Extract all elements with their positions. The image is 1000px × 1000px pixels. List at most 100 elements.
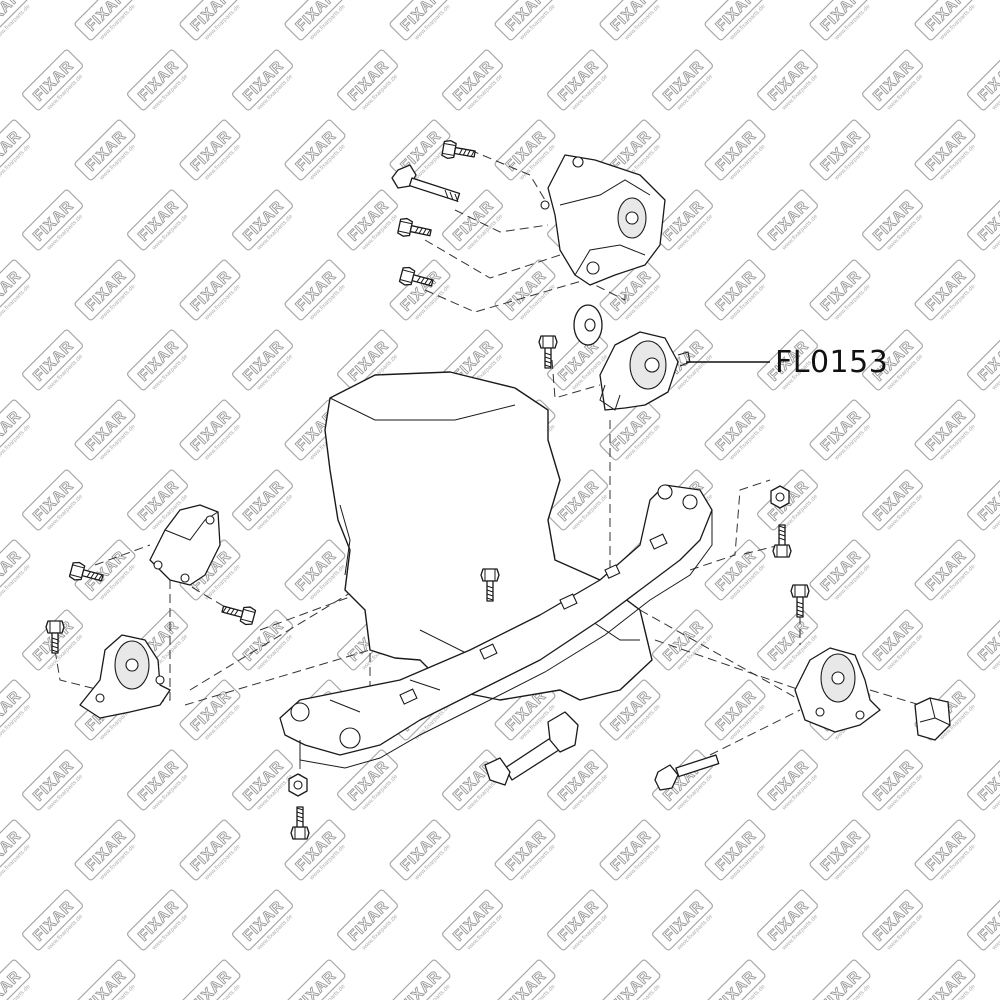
watermark-tile — [20, 188, 91, 259]
watermark-tile — [178, 678, 249, 749]
watermark-tile — [965, 48, 1000, 119]
watermark-tile — [545, 748, 616, 819]
watermark-tile — [178, 0, 249, 49]
watermark-tile — [283, 0, 354, 49]
watermark-tile — [598, 0, 669, 49]
watermark-tile — [913, 818, 984, 889]
torque-rod — [484, 711, 579, 786]
watermark-tile — [440, 888, 511, 959]
watermark-tile — [73, 398, 144, 469]
watermark-tile — [703, 818, 774, 889]
left-engine-mount — [79, 634, 171, 719]
watermark-tile — [703, 678, 774, 749]
watermark-tile — [283, 958, 354, 1000]
watermark-tile — [965, 468, 1000, 539]
watermark-tile — [230, 48, 301, 119]
watermark-tile — [283, 258, 354, 329]
watermark-tile — [808, 258, 879, 329]
watermark-tile — [860, 468, 931, 539]
watermark-tile — [73, 818, 144, 889]
watermark-tile — [230, 328, 301, 399]
watermark-tile — [0, 0, 39, 49]
watermark-tile — [335, 748, 406, 819]
watermark-tile — [335, 48, 406, 119]
watermark-tile — [230, 188, 301, 259]
lower-nut — [288, 773, 308, 797]
watermark-tile — [755, 468, 826, 539]
watermark-tile — [178, 118, 249, 189]
watermark-tile — [860, 188, 931, 259]
watermark-tile — [860, 48, 931, 119]
watermark-tile — [965, 748, 1000, 819]
watermark-tile — [0, 398, 39, 469]
watermark-tile — [703, 0, 774, 49]
watermark-tile — [20, 748, 91, 819]
watermark-tile — [808, 818, 879, 889]
watermark-tile — [755, 188, 826, 259]
watermark-tile — [0, 258, 39, 329]
watermark-tile — [703, 398, 774, 469]
watermark-tile — [860, 748, 931, 819]
mount-washer — [573, 304, 603, 346]
watermark-tile — [0, 818, 39, 889]
watermark-tile — [335, 188, 406, 259]
watermark-tile — [598, 958, 669, 1000]
upper-bolt-1 — [440, 138, 477, 164]
watermark-tile — [388, 258, 459, 329]
watermark-tile — [230, 468, 301, 539]
fl0153-bolt — [538, 335, 558, 369]
left-bolt-3 — [219, 599, 257, 627]
watermark-tile — [178, 958, 249, 1000]
watermark-tile — [703, 118, 774, 189]
watermark-tile — [125, 188, 196, 259]
right-bolt — [772, 524, 792, 558]
right-mount-long-bolt — [654, 754, 720, 791]
watermark-tile — [965, 608, 1000, 679]
watermark-tile — [808, 958, 879, 1000]
watermark-tile — [493, 118, 564, 189]
watermark-tile — [388, 0, 459, 49]
watermark-tile — [335, 888, 406, 959]
watermark-tile — [650, 48, 721, 119]
watermark-tile — [20, 328, 91, 399]
watermark-tile — [178, 398, 249, 469]
watermark-tile — [73, 118, 144, 189]
watermark-tile — [493, 958, 564, 1000]
watermark-tile — [808, 118, 879, 189]
watermark-tile — [20, 888, 91, 959]
watermark-tile — [913, 538, 984, 609]
watermark-tile — [73, 258, 144, 329]
watermark-tile — [178, 818, 249, 889]
watermark-tile — [0, 958, 39, 1000]
watermark-tile — [125, 48, 196, 119]
rear-engine-mount-fl0153[interactable] — [599, 331, 691, 411]
part-number-callout: FL0153 — [775, 345, 889, 380]
right-nut — [770, 485, 790, 509]
watermark-tile — [125, 328, 196, 399]
watermark-tile — [283, 538, 354, 609]
watermark-tile — [545, 48, 616, 119]
watermark-tile — [440, 48, 511, 119]
watermark-tile — [650, 888, 721, 959]
watermark-tile — [73, 958, 144, 1000]
watermark-tile — [493, 258, 564, 329]
watermark-tile — [0, 678, 39, 749]
watermark-tile — [755, 48, 826, 119]
watermark-tile — [545, 888, 616, 959]
watermark-tile — [965, 328, 1000, 399]
watermark-tile — [388, 958, 459, 1000]
watermark-tile — [808, 398, 879, 469]
watermark-tile — [913, 258, 984, 329]
watermark-tile — [860, 888, 931, 959]
watermark-tile — [913, 118, 984, 189]
watermark-tile — [703, 258, 774, 329]
assembly-guide-lines — [54, 149, 921, 790]
watermark-tile — [0, 538, 39, 609]
upper-bolt-long — [391, 164, 461, 203]
front-subframe — [279, 484, 713, 769]
lower-bolt — [290, 806, 310, 840]
bushing-stopper — [914, 697, 951, 741]
watermark-tile — [808, 0, 879, 49]
